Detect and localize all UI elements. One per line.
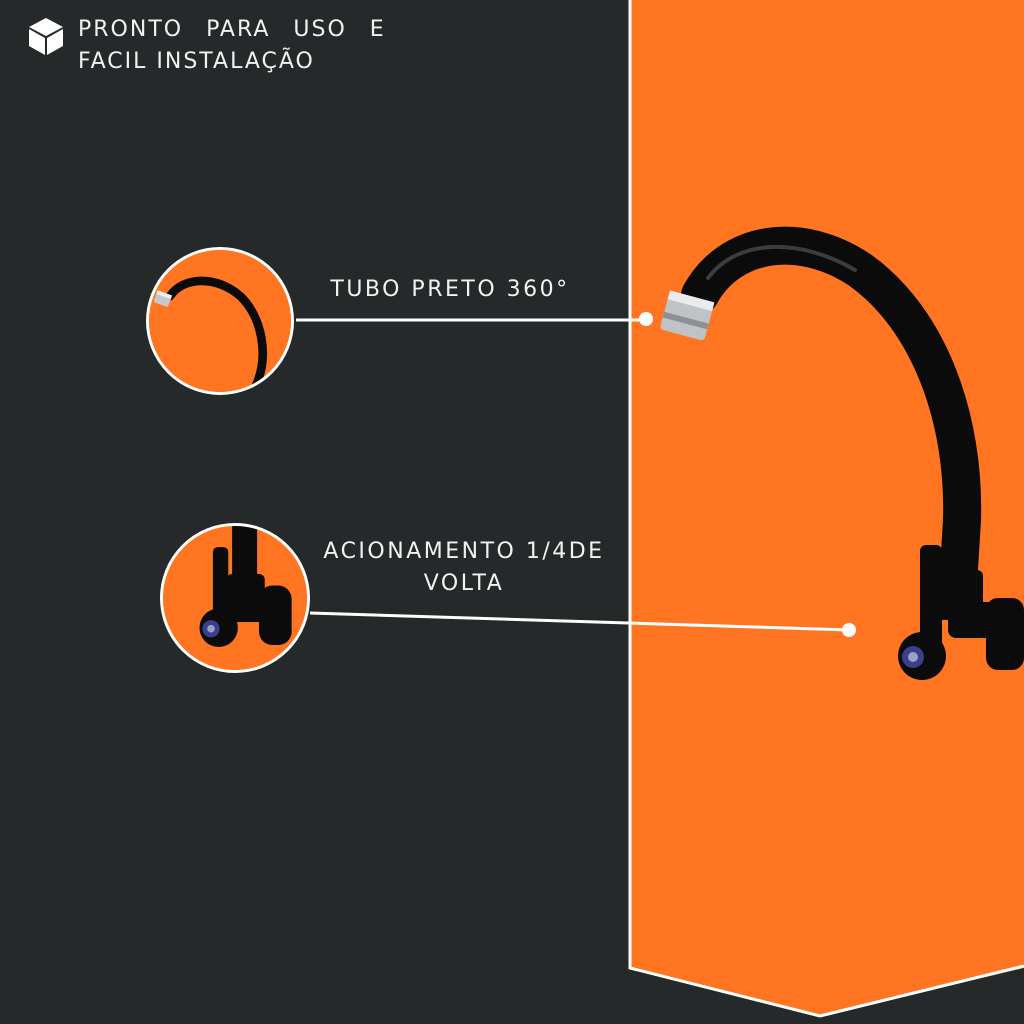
header-line-2: FACIL INSTALAÇÃO — [78, 49, 315, 74]
callout-label-acionamento: ACIONAMENTO 1/4DE VOLTA — [294, 536, 634, 600]
header: PRONTO PARA USO E FACIL INSTALAÇÃO — [26, 14, 386, 78]
faucet-image — [660, 226, 1024, 680]
header-line-1: PRONTO PARA USO E — [78, 17, 386, 42]
callout-label-tubo: TUBO PRETO 360° — [330, 277, 570, 302]
connector-dot-acion — [842, 623, 856, 637]
callout-label-acionamento-line-1: ACIONAMENTO 1/4DE — [323, 539, 605, 564]
connector-dot-tubo — [639, 312, 653, 326]
callout-label-acionamento-line-2: VOLTA — [423, 571, 505, 596]
spout-zoom-image — [146, 247, 294, 395]
box-icon — [29, 18, 63, 55]
connector-line-acion — [309, 611, 850, 632]
valve-zoom-image — [160, 523, 310, 673]
header-text: PRONTO PARA USO E FACIL INSTALAÇÃO — [78, 14, 386, 78]
